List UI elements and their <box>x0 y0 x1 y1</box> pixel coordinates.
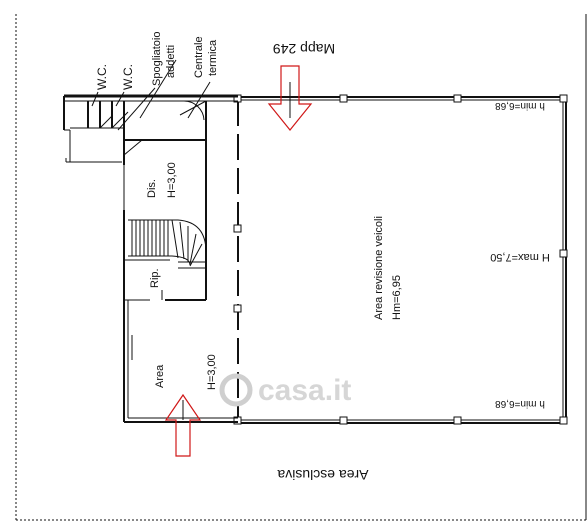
entrance-arrow-top <box>267 65 313 131</box>
dis-height-label: H=3,00 <box>166 162 178 198</box>
watermark-text: casa.it <box>258 374 351 407</box>
dis-label: Dis. <box>146 179 158 198</box>
staircase <box>128 219 207 269</box>
wc-label-1: W.C. <box>95 64 109 90</box>
area-revisione-label: Area revisione veicoli <box>373 216 385 320</box>
hm-label: Hm=6,95 <box>391 275 403 320</box>
leader-lines <box>91 59 211 131</box>
wc-label-2: W.C. <box>121 64 135 90</box>
termica-label: termica <box>207 39 219 76</box>
h-max-label: H max=7,50 <box>490 251 550 263</box>
h-min-top-label: h min=6,68 <box>495 100 545 111</box>
pillar-markers <box>233 94 568 425</box>
addetti-label: addetti <box>165 45 177 78</box>
watermark-logo-icon <box>219 373 253 407</box>
centrale-label: Centrale <box>193 36 205 78</box>
h-min-bottom-label: h min=6,68 <box>495 398 545 409</box>
room-labels: W.C. W.C. Spogliatoio addetti Centrale t… <box>95 32 550 483</box>
drawing-frame <box>15 14 587 521</box>
area-esclusiva-label: Area esclusiva <box>277 467 368 483</box>
mapp-label: Mapp 249 <box>273 41 335 57</box>
area-small-height-label: H=3,00 <box>206 354 218 390</box>
area-small-label: Area <box>154 364 166 388</box>
entrance-arrow-bottom <box>164 393 202 457</box>
door-swings <box>99 100 207 156</box>
watermark: casa.it <box>219 373 351 407</box>
spogliatoio-label: Spogliatoio <box>151 32 163 86</box>
rip-label: Rip. <box>149 268 161 288</box>
main-hall-walls <box>237 96 567 424</box>
